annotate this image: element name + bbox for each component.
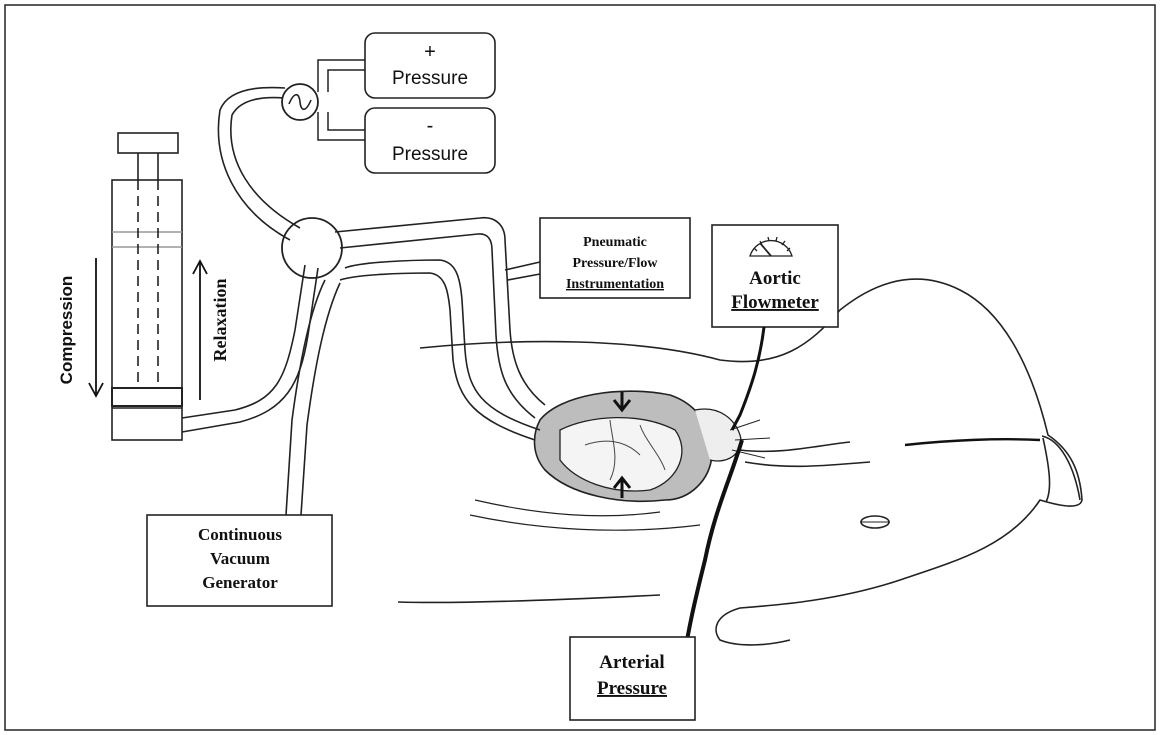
animal-outline (398, 279, 1082, 645)
arterial-label-line1: Arterial (599, 652, 664, 673)
vacuum-label-line1: Continuous (198, 525, 282, 544)
compression-arrow (89, 258, 103, 396)
heart (535, 391, 770, 501)
pneumatic-label-line1: Pneumatic (583, 235, 647, 250)
aortic-label-line1: Aortic (749, 268, 801, 289)
vacuum-label-line3: Generator (202, 573, 278, 592)
relaxation-label: Relaxation (210, 279, 230, 362)
negative-pressure-label: Pressure (392, 144, 468, 165)
positive-pressure-label: Pressure (392, 68, 468, 89)
snout-line (905, 439, 1040, 445)
compression-pump (112, 133, 182, 440)
oscillator (282, 60, 365, 140)
arterial-label-line2: Pressure (597, 678, 667, 699)
junction-valve-circle (282, 218, 342, 278)
positive-pressure-sign: + (424, 41, 436, 63)
compression-label: Compression (57, 276, 76, 385)
aortic-label-line2: Flowmeter (731, 292, 819, 313)
relaxation-arrow (193, 261, 207, 400)
flowmeter-cable (732, 327, 764, 430)
negative-pressure-sign: - (427, 115, 434, 137)
pneumatic-label-line2: Pressure/Flow (572, 256, 658, 271)
vacuum-label-line2: Vacuum (210, 549, 270, 568)
pneumatic-label-line3: Instrumentation (566, 277, 664, 292)
